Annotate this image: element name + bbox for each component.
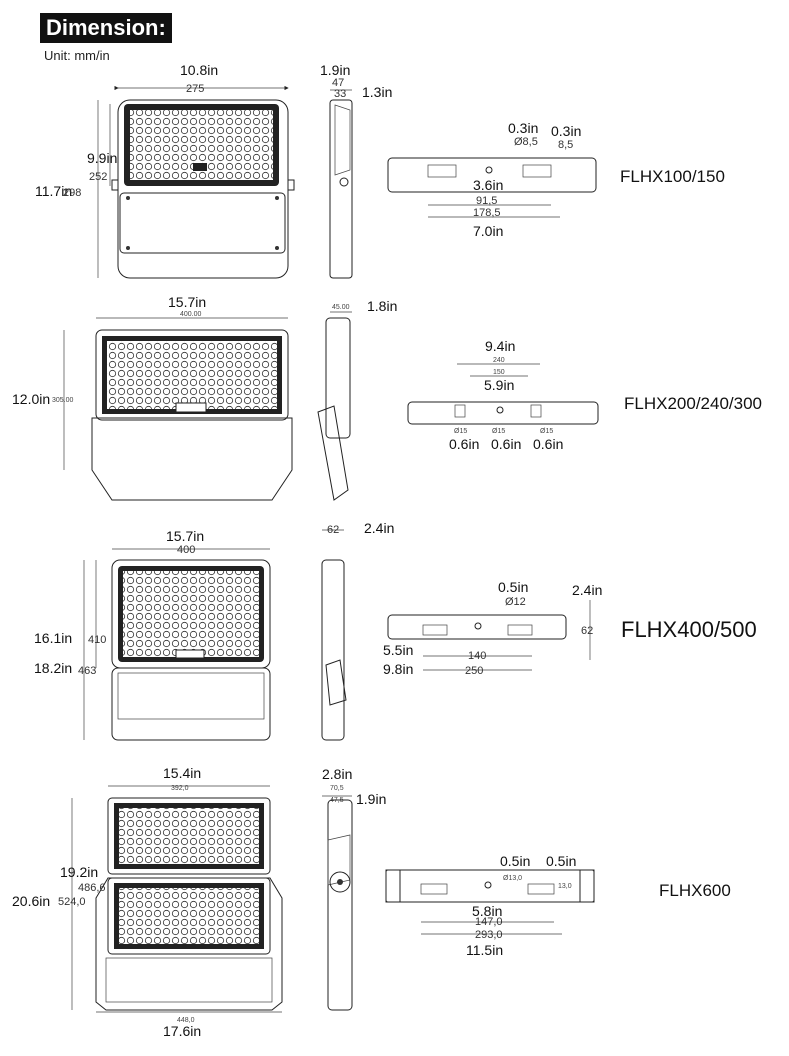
model-1-depth-mm: 47 bbox=[332, 77, 344, 89]
model-3-width-mm: 400 bbox=[177, 544, 195, 556]
model-3-overall-in: 9.8in bbox=[383, 661, 413, 677]
model-4-name: FLHX600 bbox=[659, 881, 731, 900]
model-1-hole2-in: 0.3in bbox=[551, 123, 581, 139]
unit-label: Unit: mm/in bbox=[44, 48, 110, 63]
model-4-total-height-in: 20.6in bbox=[12, 893, 50, 909]
model-4-bottom-width-mm: 448,0 bbox=[177, 1017, 195, 1024]
model-3-led-height-in: 16.1in bbox=[34, 630, 72, 646]
model-3-depth-in: 2.4in bbox=[364, 520, 394, 536]
model-1-depth-in: 1.9in bbox=[320, 62, 350, 78]
model-4-overall-in: 11.5in bbox=[466, 942, 503, 958]
model-1-driver-box bbox=[119, 192, 286, 254]
model-2-width-in: 15.7in bbox=[168, 294, 206, 310]
model-2-name: FLHX200/240/300 bbox=[624, 394, 762, 413]
model-4-led-height-in: 19.2in bbox=[60, 864, 98, 880]
model-2-hole-c-mm: Ø15 bbox=[540, 428, 553, 435]
model-2-outer-in: 9.4in bbox=[485, 338, 515, 354]
model-1-bracket-mm: 33 bbox=[334, 88, 346, 100]
model-2-inner-in: 5.9in bbox=[484, 377, 514, 393]
model-4-top-width-mm: 392,0 bbox=[171, 785, 189, 792]
model-4-spacing-mm: 147,0 bbox=[475, 916, 503, 928]
model-3-height-in: 2.4in bbox=[572, 582, 602, 598]
model-4-front-view bbox=[71, 785, 283, 1013]
model-4-top-width-in: 15.4in bbox=[163, 765, 201, 781]
model-3-width-in: 15.7in bbox=[166, 528, 204, 544]
model-1-spacing-mm: 91,5 bbox=[476, 195, 497, 207]
model-1-led-height-in: 9.9in bbox=[87, 150, 117, 166]
model-3-hole-mm: Ø12 bbox=[505, 596, 526, 608]
model-1-led-height-mm: 252 bbox=[89, 171, 107, 183]
model-2-height-in: 12.0in bbox=[12, 391, 50, 407]
model-1-bottom-view bbox=[387, 157, 597, 218]
model-2-bottom-view bbox=[407, 363, 599, 425]
model-2-hole-a-mm: Ø15 bbox=[454, 428, 467, 435]
model-4-led-height-mm: 486,6 bbox=[78, 882, 106, 894]
model-1-bracket-in: 1.3in bbox=[362, 84, 392, 100]
model-1-hole-in: 0.3in bbox=[508, 120, 538, 136]
model-4-bottom-view bbox=[385, 869, 595, 935]
model-4-bottom-width-in: 17.6in bbox=[163, 1023, 201, 1039]
model-3-front-view bbox=[83, 548, 271, 741]
model-4-hole-mm: Ø13,0 bbox=[503, 875, 522, 882]
model-1-hole2-mm: 8,5 bbox=[558, 139, 573, 151]
model-4-hole2-mm: 13,0 bbox=[558, 883, 572, 890]
model-3-side-view bbox=[321, 529, 347, 741]
model-3-overall-mm: 250 bbox=[465, 665, 483, 677]
model-3-depth-mm: 62 bbox=[327, 524, 339, 536]
model-1-width-in: 10.8in bbox=[180, 62, 218, 78]
model-1-total-height-mm: 298 bbox=[63, 187, 81, 199]
model-4-total-height-mm: 524,0 bbox=[58, 896, 86, 908]
model-3-name: FLHX400/500 bbox=[621, 617, 757, 642]
model-2-hole-a-in: 0.6in bbox=[449, 436, 479, 452]
model-2-hole-b-in: 0.6in bbox=[491, 436, 521, 452]
model-1-spacing-in: 3.6in bbox=[473, 177, 503, 193]
model-2-front-view bbox=[63, 317, 293, 501]
model-3-height-mm: 62 bbox=[581, 625, 593, 637]
model-1-side-view bbox=[329, 89, 353, 279]
model-4-bracket-in: 1.9in bbox=[356, 791, 386, 807]
model-3-spacing-in: 5.5in bbox=[383, 642, 413, 658]
model-2-depth-in: 1.8in bbox=[367, 298, 397, 314]
model-1-width-mm: 275 bbox=[186, 83, 204, 95]
model-2-width-mm: 400.00 bbox=[180, 311, 202, 318]
model-1-overall-mm: 178,5 bbox=[473, 207, 501, 219]
model-3-total-height-mm: 463 bbox=[78, 665, 96, 677]
model-3-spacing-mm: 140 bbox=[468, 650, 486, 662]
model-3-hole-in: 0.5in bbox=[498, 579, 528, 595]
model-4-overall-mm: 293,0 bbox=[475, 929, 503, 941]
model-2-outer-mm: 240 bbox=[493, 357, 505, 364]
model-4-bracket-mm: 47,5 bbox=[330, 797, 344, 804]
model-1-total-height-in: 11.7in bbox=[35, 183, 72, 199]
model-4-spacing-in: 5.8in bbox=[472, 903, 502, 919]
model-1-hole-mm: Ø8,5 bbox=[514, 136, 538, 148]
model-4-hole2-in: 0.5in bbox=[546, 853, 576, 869]
model-3-bottom-view bbox=[387, 600, 591, 671]
model-2-hole-b-mm: Ø15 bbox=[492, 428, 505, 435]
model-4-side-view bbox=[322, 795, 353, 1011]
model-1-name: FLHX100/150 bbox=[620, 167, 725, 186]
model-4-depth-mm: 70,5 bbox=[330, 785, 344, 792]
model-2-depth-mm: 45.00 bbox=[332, 304, 350, 311]
model-4-hole-in: 0.5in bbox=[500, 853, 530, 869]
model-2-height-mm: 305.00 bbox=[52, 397, 74, 404]
model-2-hole-c-in: 0.6in bbox=[533, 436, 563, 452]
model-3-led-height-mm: 410 bbox=[88, 634, 106, 646]
model-2-inner-mm: 150 bbox=[493, 369, 505, 376]
model-1-overall-in: 7.0in bbox=[473, 223, 503, 239]
model-2-side-view bbox=[317, 311, 352, 501]
model-3-total-height-in: 18.2in bbox=[34, 660, 72, 676]
section-title: Dimension: bbox=[40, 13, 172, 43]
model-4-depth-in: 2.8in bbox=[322, 766, 352, 782]
model-1-front-view bbox=[97, 85, 295, 279]
